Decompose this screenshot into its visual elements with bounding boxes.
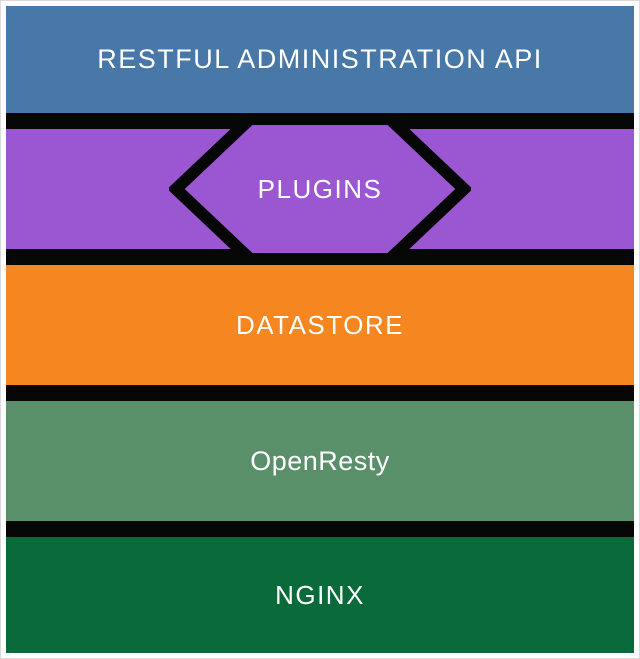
layer-label-nginx: NGINX (275, 579, 365, 610)
layer-label-plugins: PLUGINS (257, 173, 383, 204)
layer-nginx: NGINX (6, 537, 634, 653)
layer-openresty: OpenResty (6, 401, 634, 521)
layer-plugins: PLUGINS (6, 113, 634, 265)
layer-label-openresty: OpenResty (250, 445, 390, 476)
layer-label-restful-administration-api: RESTFUL ADMINISTRATION API (97, 44, 543, 74)
layer-label-datastore: DATASTORE (235, 309, 405, 340)
layer-restful-administration-api: RESTFUL ADMINISTRATION API (6, 6, 634, 113)
layer-datastore: DATASTORE (6, 265, 634, 385)
layer-stack: RESTFUL ADMINISTRATION API PLUGINS DATAS… (6, 6, 634, 653)
